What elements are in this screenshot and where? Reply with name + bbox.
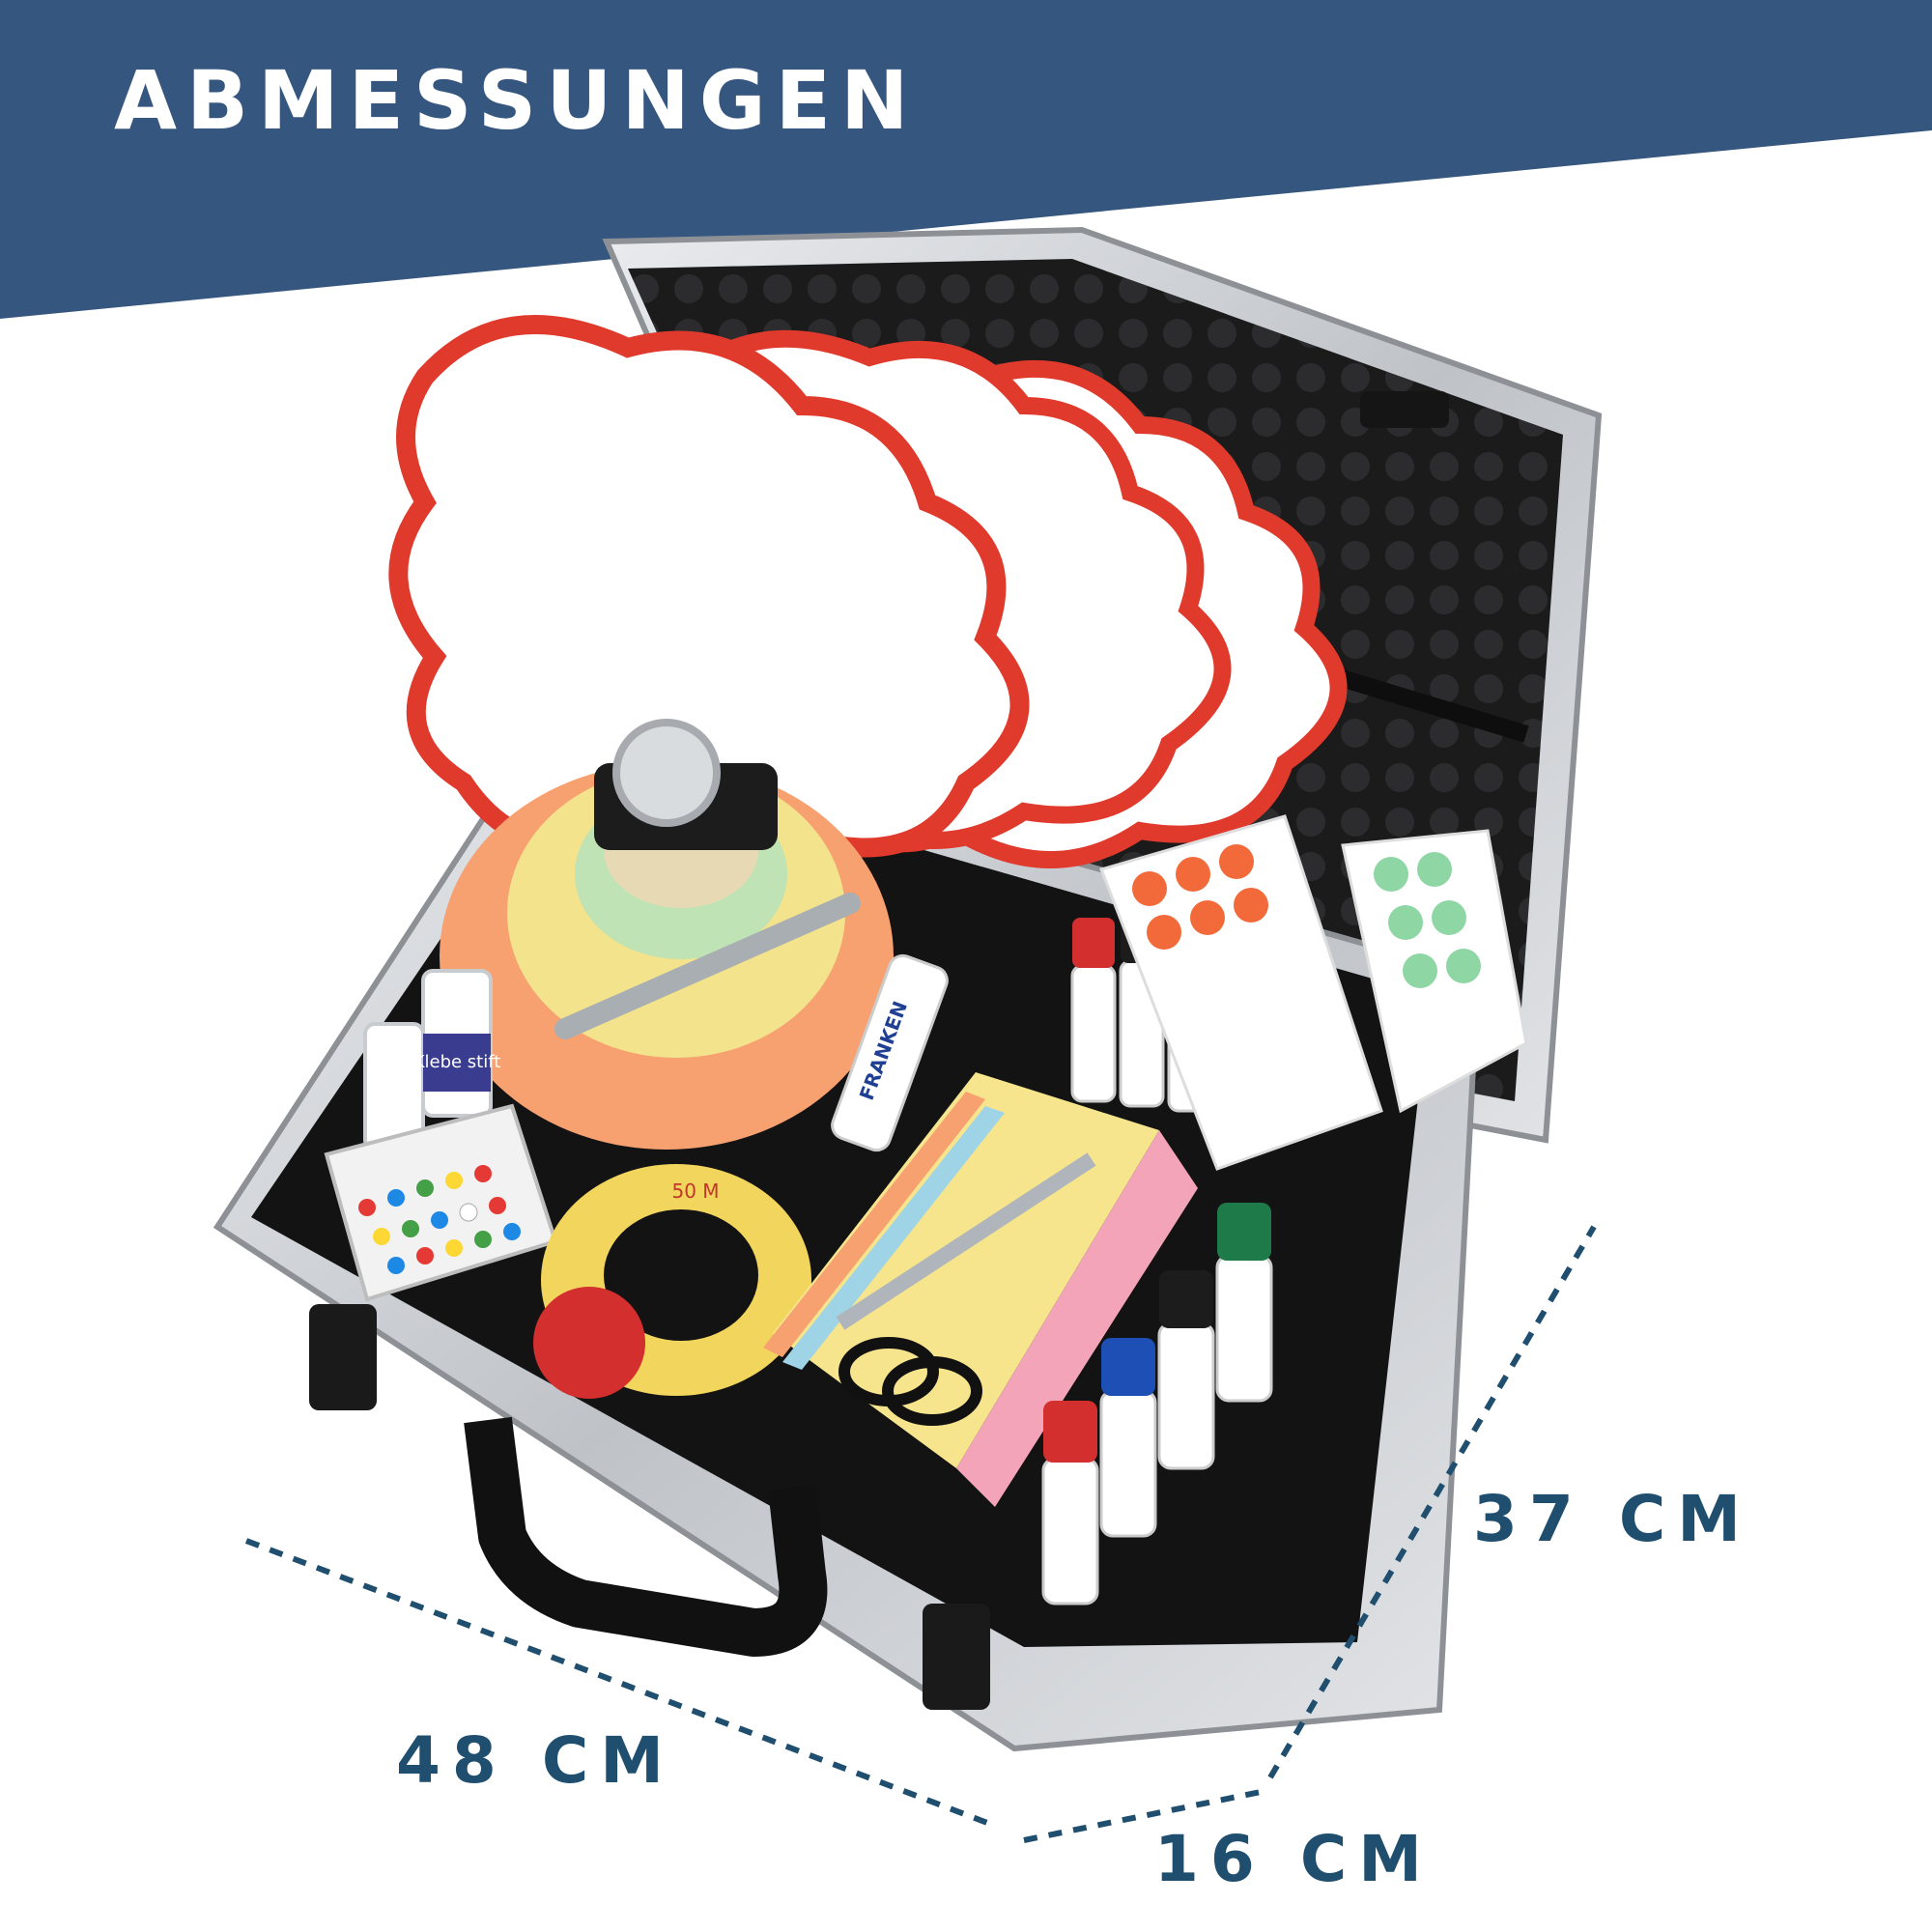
rectangle-cards <box>763 1072 1198 1507</box>
width-dimension-line <box>244 1538 997 1829</box>
scissors-icon <box>836 1152 1096 1330</box>
pin-box <box>324 1103 558 1302</box>
handle-icon <box>464 1416 828 1657</box>
svg-text:Klebe stift: Klebe stift <box>413 1052 501 1072</box>
height-label: 37 CM <box>1473 1482 1752 1556</box>
height-dimension-line <box>1267 1225 1597 1779</box>
svg-text:50 M: 50 M <box>671 1179 719 1203</box>
width-label: 48 CM <box>396 1723 675 1798</box>
depth-dimension-line <box>1023 1789 1262 1843</box>
page-title: ABMESSUNGEN <box>114 53 919 148</box>
pin-cushion-icon <box>533 1287 645 1399</box>
latch-right-icon <box>923 1604 990 1710</box>
cloud-cards <box>388 315 1348 877</box>
masking-tape: 50 M <box>533 1164 811 1399</box>
dot-stickers <box>1099 814 1528 1171</box>
header-banner: ABMESSUNGEN <box>0 0 1932 328</box>
pen-icon <box>554 893 861 1039</box>
glue-sticks: Klebe stift <box>363 969 501 1151</box>
round-cards <box>440 719 894 1150</box>
depth-label: 16 CM <box>1154 1822 1434 1896</box>
banner-shape <box>0 0 1932 319</box>
latch-left-icon <box>309 1304 377 1410</box>
lid-latch-icon <box>1360 391 1449 428</box>
dimension-lines <box>244 1225 1597 1843</box>
